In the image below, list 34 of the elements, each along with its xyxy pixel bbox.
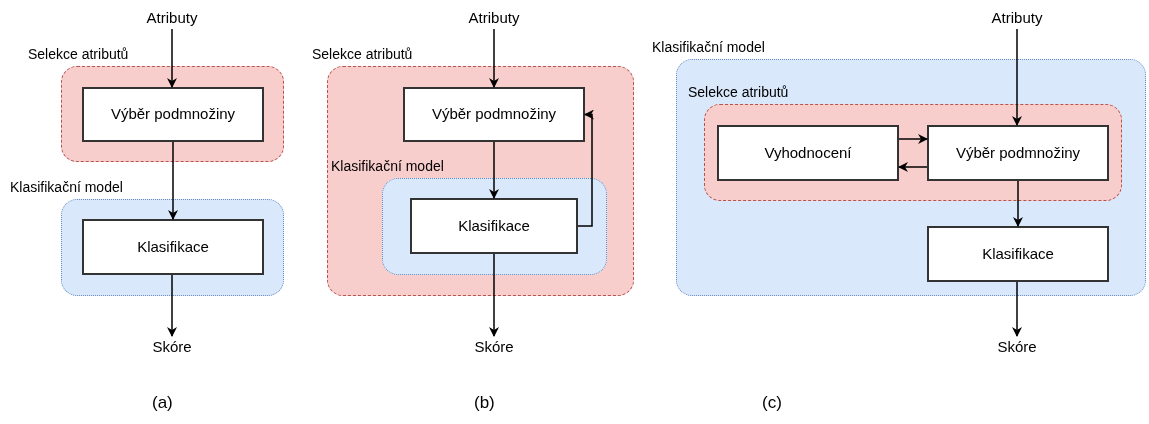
- group-heading: Klasifikační model: [331, 157, 444, 175]
- group-heading: Selekce atributů: [28, 45, 129, 63]
- flow-text: Atributy: [977, 7, 1057, 29]
- flow-text: Skóre: [137, 336, 207, 358]
- panel-label: (c): [762, 392, 782, 414]
- arrow: [168, 141, 178, 220]
- arrow: [577, 109, 594, 227]
- process-box: Klasifikace: [927, 226, 1109, 282]
- arrow: [489, 253, 499, 337]
- flow-text: Skóre: [459, 336, 529, 358]
- flow-text: Skóre: [982, 336, 1052, 358]
- arrow: [489, 141, 499, 199]
- group-heading: Selekce atributů: [688, 83, 789, 101]
- process-box: Klasifikace: [410, 198, 578, 254]
- arrow: [1012, 281, 1022, 337]
- group-heading: Klasifikační model: [652, 38, 765, 56]
- arrow: [1013, 180, 1023, 227]
- arrow: [167, 28, 177, 88]
- flow-text: Atributy: [132, 7, 212, 29]
- arrow: [898, 134, 928, 144]
- group-heading: Selekce atributů: [312, 45, 413, 63]
- arrow: [489, 28, 499, 88]
- process-box: Výběr podmnožiny: [403, 87, 585, 142]
- process-box: Vyhodnocení: [717, 125, 899, 181]
- arrow: [1012, 28, 1022, 126]
- process-box: Výběr podmnožiny: [82, 87, 264, 142]
- panel-label: (a): [152, 392, 173, 414]
- group-heading: Klasifikační model: [10, 178, 123, 196]
- arrow: [898, 162, 928, 172]
- flow-text: Atributy: [454, 7, 534, 29]
- process-box: Výběr podmnožiny: [927, 125, 1109, 181]
- panel-label: (b): [474, 392, 495, 414]
- process-box: Klasifikace: [82, 219, 264, 275]
- arrow: [167, 274, 177, 337]
